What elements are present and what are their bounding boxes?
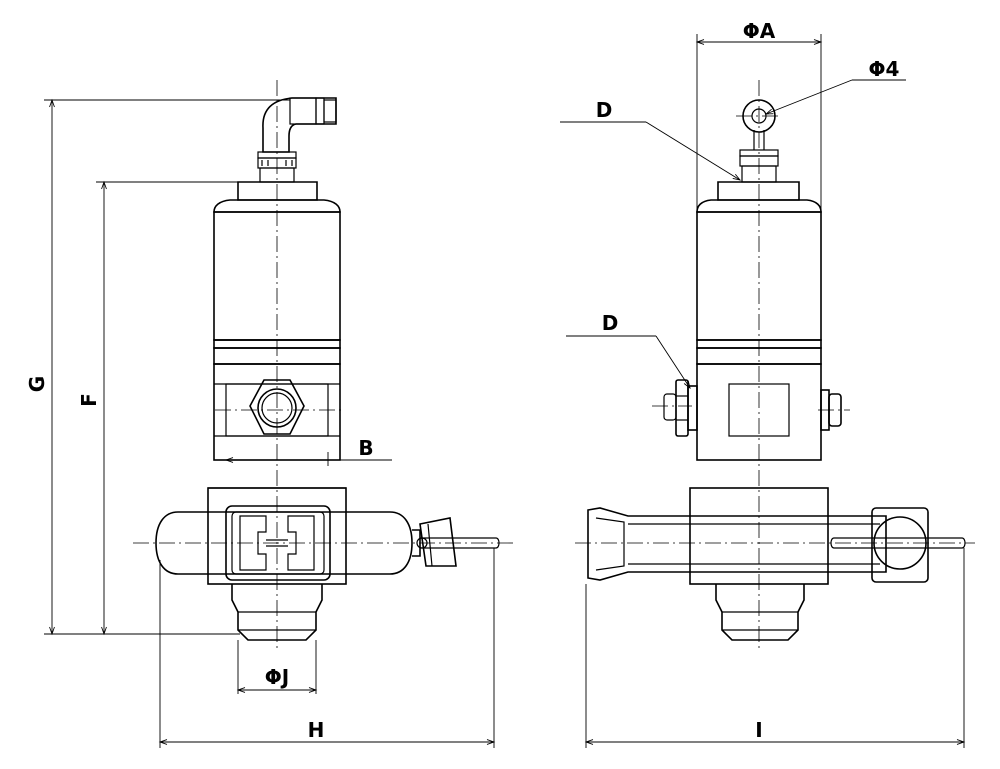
side-view bbox=[575, 80, 975, 650]
label-d-top: D bbox=[596, 98, 613, 122]
label-d-middle: D bbox=[602, 311, 619, 335]
label-i: I bbox=[755, 718, 762, 742]
label-g: G bbox=[25, 376, 49, 392]
side-view-dimensions bbox=[560, 34, 966, 748]
label-f: F bbox=[77, 393, 101, 407]
label-phi-j: ΦJ bbox=[265, 665, 289, 689]
elbow-fitting bbox=[257, 97, 337, 183]
label-phi-4: Φ4 bbox=[869, 57, 900, 81]
label-phi-a: ΦA bbox=[743, 19, 776, 43]
label-h: H bbox=[308, 718, 325, 742]
label-b: B bbox=[358, 436, 373, 460]
front-view-dimensions bbox=[44, 98, 496, 748]
front-view bbox=[133, 80, 515, 650]
